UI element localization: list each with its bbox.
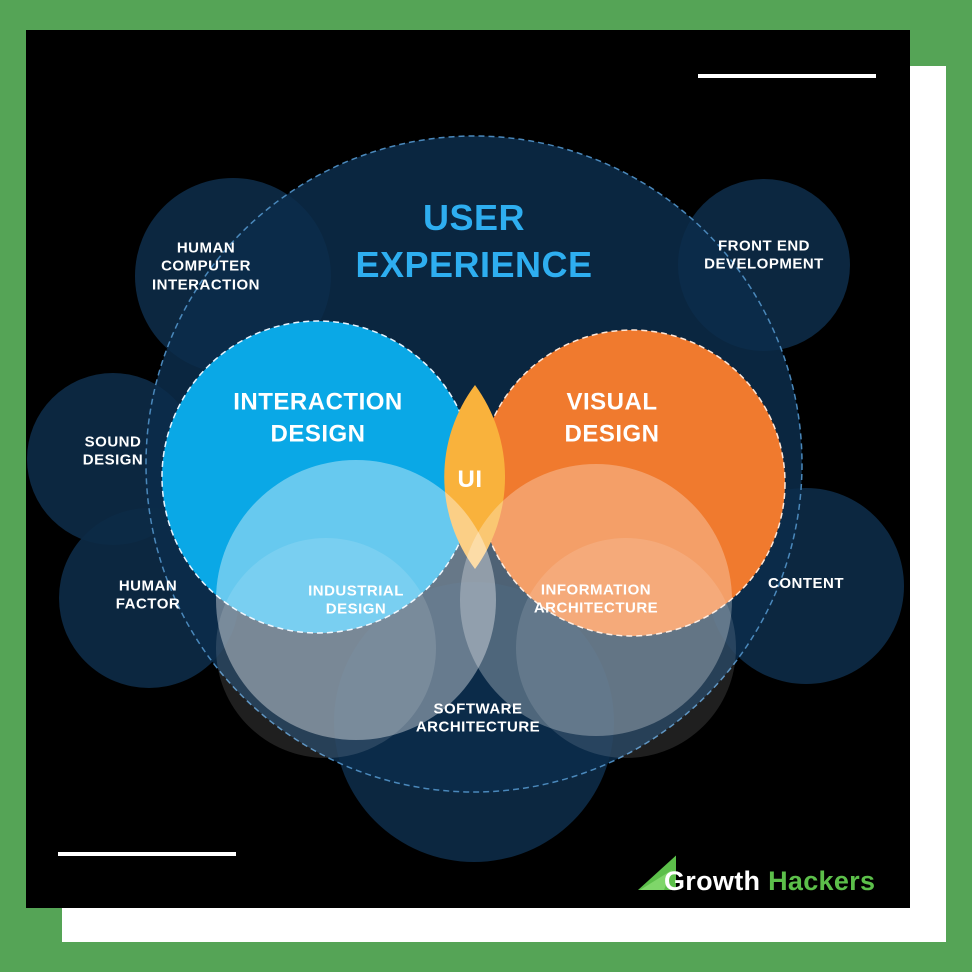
label-content: CONTENT [768, 574, 844, 592]
logo-text-growth: Growth [664, 866, 761, 896]
ux-venn-diagram [27, 135, 904, 862]
label-visual-design: VISUAL DESIGN [564, 388, 660, 448]
label-sound-design: SOUND DESIGN [82, 433, 144, 469]
label-ui: UI [457, 465, 483, 493]
circle-information-architecture [460, 464, 732, 736]
label-interaction-design: INTERACTION DESIGN [233, 388, 403, 448]
label-industrial-design: INDUSTRIAL DESIGN [308, 582, 404, 618]
circle-lower-left-overlay [216, 538, 436, 758]
logo-text-hackers: Hackers [768, 866, 876, 896]
label-information-architecture: INFORMATION ARCHITECTURE [533, 581, 659, 617]
infographic-canvas: USER EXPERIENCE HUMAN COMPUTER INTERACTI… [26, 30, 910, 908]
label-front-end-development: FRONT END DEVELOPMENT [704, 237, 824, 273]
label-software-architecture: SOFTWARE ARCHITECTURE [415, 700, 541, 736]
decorative-line-bottom [58, 852, 236, 856]
circle-lower-right-overlay [516, 538, 736, 758]
growth-arrow-icon [638, 855, 676, 890]
decorative-line-top [698, 74, 876, 78]
label-human-factor: HUMAN FACTOR [115, 577, 181, 613]
label-human-computer-interaction: HUMAN COMPUTER INTERACTION [152, 239, 260, 294]
ui-overlap-lens [444, 385, 506, 569]
growth-hackers-logo: Growth Hackers [636, 848, 906, 898]
title-user-experience: USER EXPERIENCE [355, 197, 593, 285]
circle-industrial-design [216, 460, 496, 740]
